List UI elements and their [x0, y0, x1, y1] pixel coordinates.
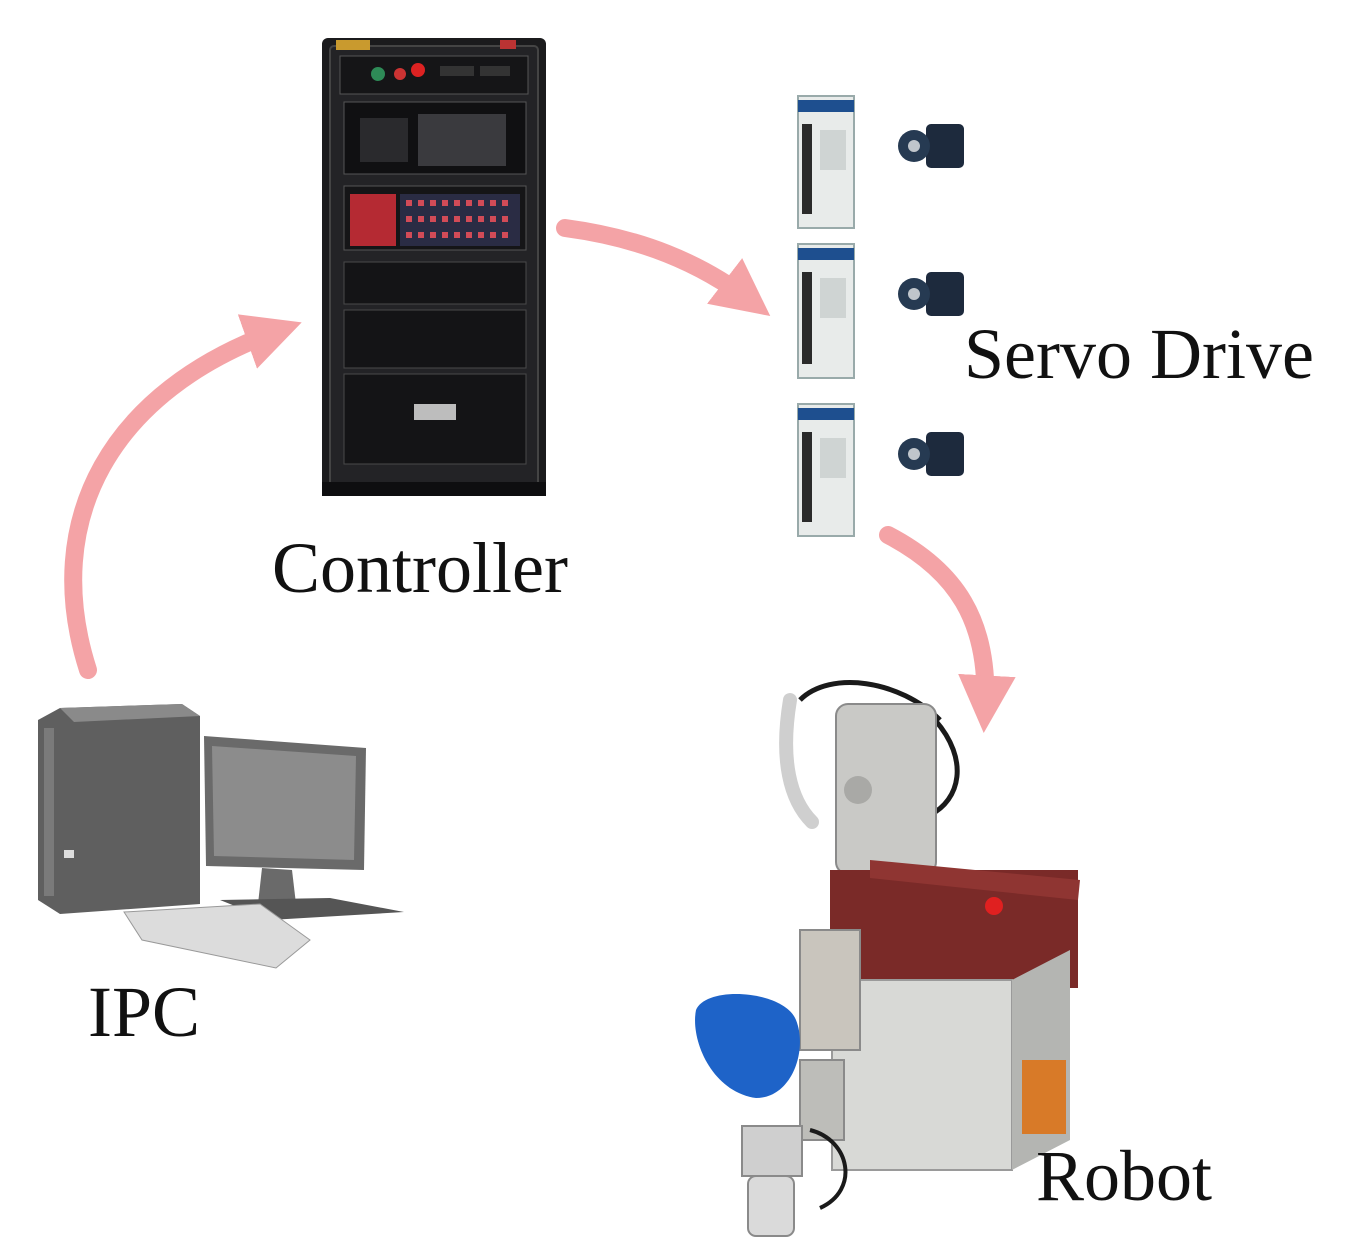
industrial-pc-icon: [38, 704, 404, 969]
servo-drive-label: Servo Drive: [964, 314, 1314, 394]
servo-drive-unit-3: [797, 403, 855, 537]
robot-arm-icon: [695, 680, 1080, 1237]
servo-drive-unit-2: [797, 243, 855, 379]
servo-drive-unit-1: [797, 95, 855, 229]
controller-cabinet-icon: [322, 38, 546, 496]
servo-motor-2: [898, 272, 964, 316]
arrow-controller-to-servo: [556, 219, 771, 317]
ipc-label: IPC: [88, 972, 201, 1052]
controller-label: Controller: [272, 528, 568, 608]
arrow-ipc-to-controller: [64, 314, 302, 679]
servo-motor-1: [898, 124, 964, 168]
robot-label: Robot: [1036, 1136, 1213, 1216]
arrow-servo-to-robot: [879, 526, 1016, 734]
servo-drive-icon: [797, 95, 964, 537]
servo-motor-3: [898, 432, 964, 476]
